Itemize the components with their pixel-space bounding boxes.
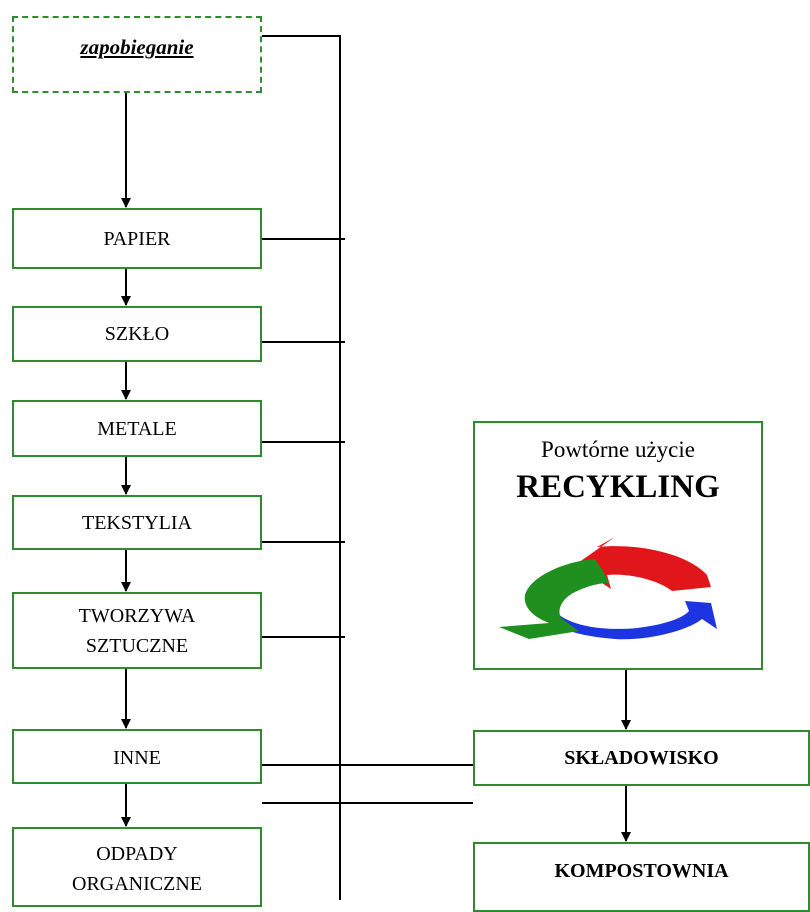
- stream-box-papier: PAPIER: [12, 208, 262, 269]
- prevention-label: zapobieganie: [80, 35, 194, 59]
- landfill-box: SKŁADOWISKO: [473, 730, 810, 786]
- recycle-arrow-green: [499, 559, 609, 639]
- stream-label-tworzywa-line2: SZTUCZNE: [85, 634, 189, 657]
- stream-label-metale: METALE: [97, 417, 177, 440]
- stream-label-tworzywa-line1: TWORZYWA: [78, 604, 196, 627]
- recycling-title: RECYKLING: [516, 469, 720, 505]
- composting-box: KOMPOSTOWNIA: [473, 842, 810, 912]
- stream-box-tworzywa: TWORZYWA SZTUCZNE: [12, 592, 262, 669]
- stream-label-tekstylia: TEKSTYLIA: [82, 511, 192, 534]
- recycle-arrow-red: [575, 537, 711, 591]
- stream-box-tekstylia: TEKSTYLIA: [12, 495, 262, 550]
- stream-label-organiczne-line2: ORGANICZNE: [72, 873, 202, 895]
- stream-box-inne: INNE: [12, 729, 262, 784]
- recycling-box: Powtórne użycie RECYKLING: [473, 421, 763, 670]
- composting-label: KOMPOSTOWNIA: [554, 860, 729, 882]
- stream-box-szklo: SZKŁO: [12, 306, 262, 362]
- landfill-label: SKŁADOWISKO: [564, 747, 719, 769]
- recycle-arrow-blue: [553, 601, 717, 640]
- stream-box-metale: METALE: [12, 400, 262, 457]
- stream-label-szklo: SZKŁO: [104, 323, 170, 345]
- prevention-box: zapobieganie: [12, 16, 262, 93]
- stream-label-organiczne-line1: ODPADY: [96, 843, 178, 865]
- stream-label-papier: PAPIER: [103, 227, 171, 250]
- recycling-subtitle: Powtórne użycie: [541, 437, 695, 462]
- stream-box-organiczne: ODPADY ORGANICZNE: [12, 827, 262, 907]
- stream-label-inne: INNE: [113, 747, 161, 769]
- recycle-arrows-icon: [499, 537, 717, 640]
